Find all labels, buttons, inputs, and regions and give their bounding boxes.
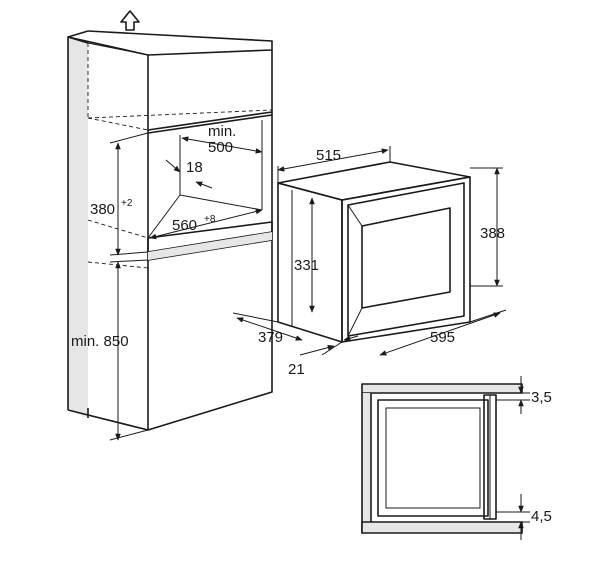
dim-height-331: 331 xyxy=(294,197,319,313)
dim-388-label: 388 xyxy=(480,225,505,242)
dim-width-560: 560 +8 xyxy=(149,208,263,240)
cross-section-detail xyxy=(361,383,523,534)
dim-min-850-label: min. 850 xyxy=(71,333,129,350)
built-in-oven xyxy=(277,161,471,343)
dim-500-label: 500 xyxy=(208,139,233,156)
dim-min-label: min. xyxy=(208,123,236,140)
dim-front-21: 21 xyxy=(288,335,359,378)
dim-515-label: 515 xyxy=(316,147,341,164)
dim-gap-3-5: 3,5 xyxy=(496,376,552,414)
dim-height-388: 388 xyxy=(470,167,505,287)
dim-595-label: 595 xyxy=(430,329,455,346)
dim-4-5-label: 4,5 xyxy=(531,508,552,525)
dim-gap-4-5: 4,5 xyxy=(496,494,552,540)
dim-depth-min-500: min. 500 xyxy=(181,123,263,156)
dim-gap-18: 18 xyxy=(165,159,213,189)
dim-depth-515: 515 xyxy=(277,146,391,183)
dim-21-label: 21 xyxy=(288,361,305,378)
dim-depth-379: 379 xyxy=(232,312,303,346)
dim-18-label: 18 xyxy=(186,159,203,176)
dim-380-tolerance: +2 xyxy=(121,198,133,209)
arrow-up-icon xyxy=(120,10,140,31)
dim-3-5-label: 3,5 xyxy=(531,389,552,406)
dim-560-tolerance: +8 xyxy=(204,214,216,225)
dim-min-850: min. 850 xyxy=(71,259,149,441)
dim-width-595: 595 xyxy=(379,309,507,356)
dim-380-label: 380 xyxy=(90,201,115,218)
dim-379-label: 379 xyxy=(258,329,283,346)
tall-cabinet xyxy=(67,30,273,431)
dim-331-label: 331 xyxy=(294,257,319,274)
dim-560-label: 560 xyxy=(172,217,197,234)
dim-height-380: 380 +2 xyxy=(90,132,149,256)
